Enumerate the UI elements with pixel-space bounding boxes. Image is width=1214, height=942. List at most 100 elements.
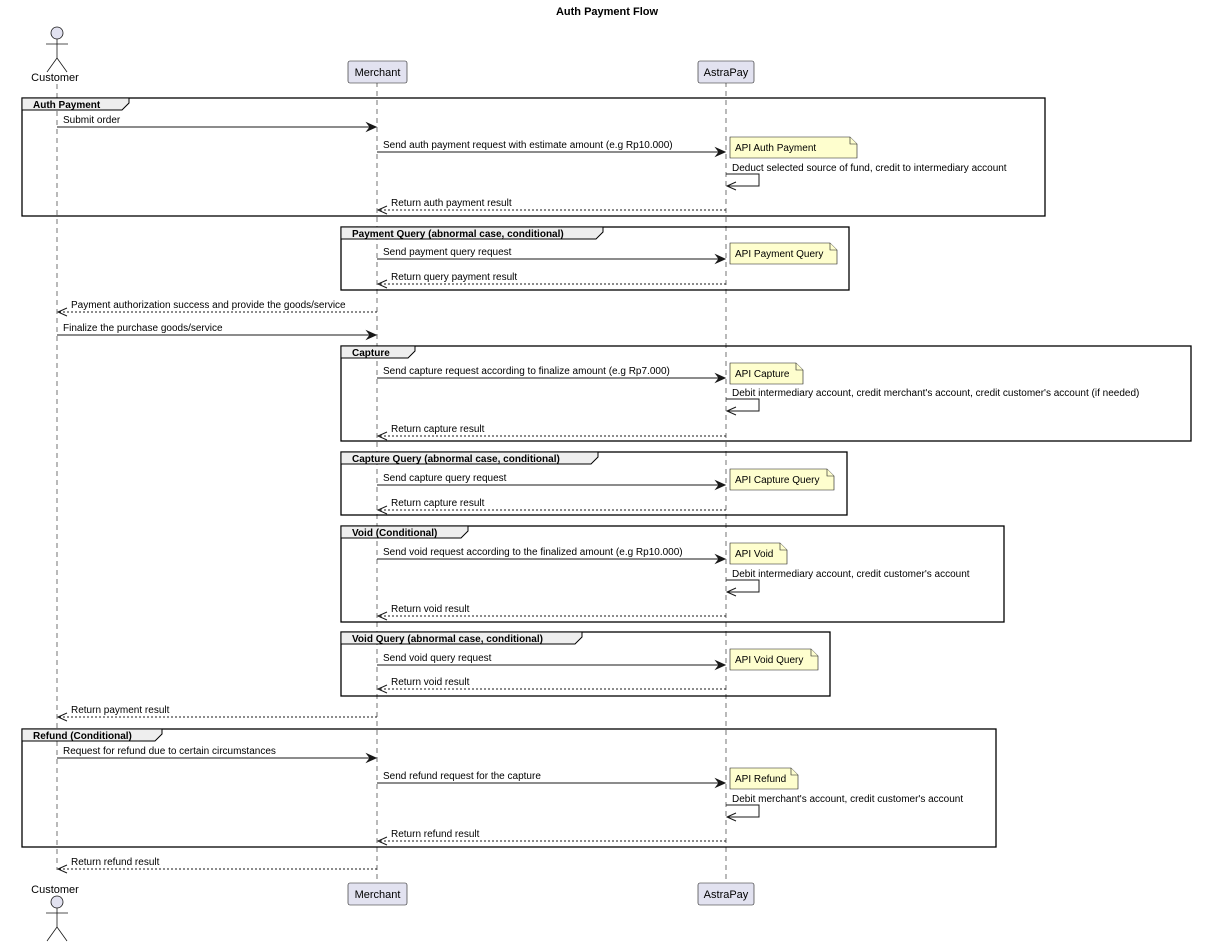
arrowhead: [365, 752, 378, 764]
participant-box: [347, 60, 408, 84]
arrowhead: [714, 553, 727, 565]
message-label: Return void result: [391, 604, 470, 615]
frame-border: [21, 97, 1046, 217]
message-label: Finalize the purchase goods/service: [63, 323, 223, 334]
participant-astrapay-bottom: AstraPay: [697, 882, 755, 906]
frame-void-query-abnormal-case-conditional: Void Query (abnormal case, conditional): [340, 631, 831, 697]
message-18: Return void result: [376, 677, 726, 694]
frame-label-tab: [340, 226, 604, 240]
participant-label: Merchant: [355, 889, 401, 901]
arrowhead: [714, 372, 727, 384]
message-label: Send void query request: [383, 653, 492, 664]
message-4: Return auth payment result: [376, 198, 726, 215]
note-box: [729, 542, 788, 565]
note-box: [729, 648, 819, 671]
message-label: Return refund result: [71, 857, 160, 868]
arrowhead: [56, 864, 68, 874]
participant-customer-bottom: Customer: [31, 884, 79, 896]
arrowhead: [376, 684, 388, 694]
note-fold: [829, 243, 837, 251]
note-label: API Capture: [735, 369, 790, 380]
note-fold: [795, 363, 803, 371]
frame-border: [340, 345, 1192, 442]
message-label: Return payment result: [71, 705, 170, 716]
note-fold: [779, 543, 787, 551]
note-api-refund: API Refund: [729, 767, 799, 790]
arrowhead: [56, 712, 68, 722]
message-20: Request for refund due to certain circum…: [57, 746, 378, 764]
frame-label-tab: [340, 451, 599, 465]
note-box: [729, 767, 799, 790]
message-label: Return capture result: [391, 498, 485, 509]
message-24: Return refund result: [56, 857, 377, 874]
message-label: Return void result: [391, 677, 470, 688]
message-label: Return capture result: [391, 424, 485, 435]
message-label: Return auth payment result: [391, 198, 512, 209]
note-label: API Capture Query: [735, 475, 819, 486]
message-8: Finalize the purchase goods/service: [57, 323, 378, 341]
frame-refund-conditional: Refund (Conditional): [21, 728, 997, 848]
message-label: Send capture request according to finali…: [383, 366, 670, 377]
message-10: Debit intermediary account, credit merch…: [725, 388, 1139, 416]
arrowhead: [725, 812, 737, 822]
arrowhead: [725, 181, 737, 191]
participant-box: [697, 882, 755, 906]
self-message-line: [726, 398, 760, 412]
self-message-line: [726, 804, 760, 818]
diagram-title: Auth Payment Flow: [556, 6, 659, 18]
arrowhead: [376, 205, 388, 215]
participant-box: [347, 882, 408, 906]
arrowhead: [376, 431, 388, 441]
frame-label: Refund (Conditional): [33, 731, 132, 742]
note-api-void: API Void: [729, 542, 788, 565]
message-5: Send payment query request: [377, 247, 727, 265]
note-fold: [790, 768, 798, 776]
message-label: Debit merchant's account, credit custome…: [732, 794, 963, 805]
message-14: Send void request according to the final…: [377, 547, 727, 565]
note-box: [729, 468, 835, 491]
self-message-line: [726, 173, 760, 187]
message-label: Debit intermediary account, credit custo…: [732, 569, 970, 580]
frame-label-tab: [340, 345, 416, 359]
self-message-line: [726, 579, 760, 593]
message-15: Debit intermediary account, credit custo…: [725, 569, 970, 597]
frame-border: [340, 525, 1005, 623]
note-api-void-query: API Void Query: [729, 648, 819, 671]
message-label: Send refund request for the capture: [383, 771, 541, 782]
message-1: Submit order: [57, 115, 378, 133]
frame-label: Auth Payment: [33, 100, 101, 111]
note-box: [729, 242, 838, 265]
message-17: Send void query request: [377, 653, 727, 671]
arrowhead: [714, 659, 727, 671]
frame-label: Void (Conditional): [352, 528, 437, 539]
participant-customer-top: Customer: [31, 72, 79, 84]
participant-label: AstraPay: [704, 889, 749, 901]
actor-icon: [46, 26, 68, 73]
note-box: [729, 362, 804, 385]
frame-label: Void Query (abnormal case, conditional): [352, 634, 543, 645]
message-7: Payment authorization success and provid…: [56, 300, 377, 317]
participant-box: [697, 60, 755, 84]
arrowhead: [714, 479, 727, 491]
message-label: Debit intermediary account, credit merch…: [732, 388, 1139, 399]
message-21: Send refund request for the capture: [377, 771, 727, 789]
arrowhead: [376, 836, 388, 846]
message-label: Return query payment result: [391, 272, 517, 283]
arrowhead: [365, 329, 378, 341]
note-api-auth-payment: API Auth Payment: [729, 136, 858, 159]
arrowhead: [714, 253, 727, 265]
frame-label: Capture Query (abnormal case, conditiona…: [352, 454, 560, 465]
participant-label: AstraPay: [704, 67, 749, 79]
arrowhead: [365, 121, 378, 133]
frame-capture-query-abnormal-case-conditional: Capture Query (abnormal case, conditiona…: [340, 451, 848, 516]
message-label: Send auth payment request with estimate …: [383, 140, 673, 151]
message-13: Return capture result: [376, 498, 726, 515]
arrowhead: [714, 777, 727, 789]
note-label: API Void: [735, 549, 773, 560]
participant-merchant-bottom: Merchant: [347, 882, 408, 906]
message-2: Send auth payment request with estimate …: [377, 140, 727, 158]
arrowhead: [725, 587, 737, 597]
